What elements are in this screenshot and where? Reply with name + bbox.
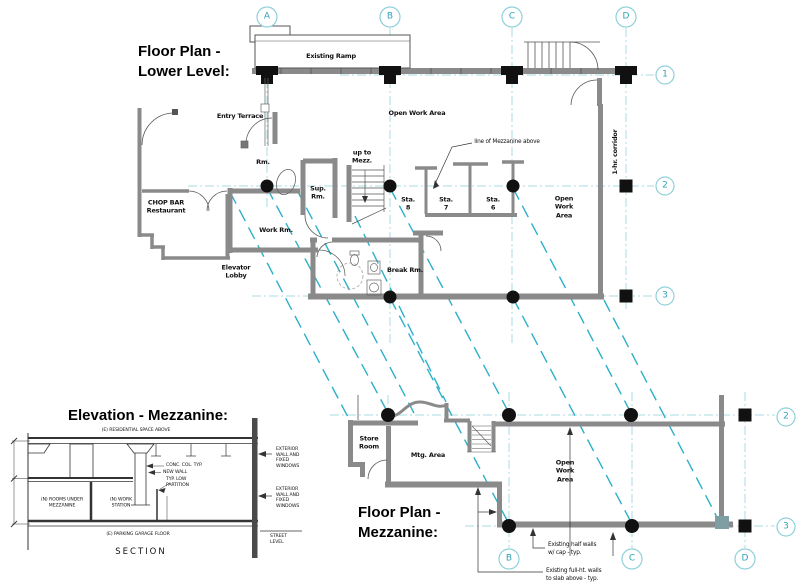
label-exterior-wall-lower: EXTERIOR WALL AND FIXED WINDOWS [276, 487, 300, 510]
label-work-rm: Work Rm. [259, 225, 293, 234]
column-squares-mezz [738, 408, 752, 533]
entry-terrace-walls [240, 78, 273, 149]
label-sta-7: Sta. 7 [439, 195, 453, 212]
grid-bubble-1: 1 [662, 69, 668, 80]
label-chop-bar: CHOP BAR Restaurant [146, 198, 186, 215]
grid-bubble-mezz-c: C [628, 553, 636, 564]
mezz-leaders [477, 429, 614, 573]
label-exterior-wall-upper: EXTERIOR WALL AND FIXED WINDOWS [276, 447, 300, 470]
elevation-title: Elevation - Mezzanine: [68, 407, 229, 424]
label-corridor: 1-hr. corridor [610, 129, 619, 175]
mezz-stair [467, 421, 496, 453]
grid-bubble-mezz-3: 3 [783, 521, 789, 532]
label-street-level: STREET LEVEL [270, 534, 287, 545]
label-open-work-top: Open Work Area [388, 108, 446, 117]
grid-bubble-2: 2 [662, 180, 668, 191]
grid-bubble-a: A [263, 11, 271, 22]
grid-bubble-c: C [508, 11, 516, 22]
label-store-room: Store Room [359, 434, 379, 451]
grid-lines [188, 28, 775, 548]
label-parking-garage: (E) PARKING GARAGE FLOOR [106, 532, 170, 538]
label-break-rm: Break Rm. [387, 265, 423, 274]
stair-to-mezz [346, 165, 387, 225]
grid-bubble-mezz-d: D [741, 553, 749, 564]
label-existing-ramp: Existing Ramp [306, 51, 356, 60]
label-section: SECTION [115, 547, 167, 557]
label-sup-rm: Sup. Rm. [310, 184, 326, 201]
label-residential-above: (E) RESIDENTIAL SPACE ABOVE [101, 428, 171, 434]
label-mtg-area: Mtg. Area [410, 450, 446, 459]
lower-plan-walls [137, 25, 637, 304]
grid-bubble-b: B [386, 11, 394, 22]
label-elevator-lobby: Elevator Lobby [221, 263, 251, 280]
column-markers-top [256, 66, 637, 84]
label-sta-6: Sta. 6 [486, 195, 500, 212]
label-up-to-mezz: up to Mezz. [352, 148, 372, 165]
label-work-station: (N) WORK STATION [109, 497, 133, 508]
mezzanine-plan-walls [348, 395, 752, 573]
label-full-height-walls-note: Existing full-ht. walls to slab above - … [546, 568, 602, 582]
label-conc-col: CONC. COL. TYP. [166, 463, 203, 468]
grid-bubbles [256, 6, 796, 570]
label-rooms-under-mezz: (N) ROOMS UNDER MEZZANINE [40, 497, 84, 508]
label-rm: Rm. [256, 157, 270, 166]
label-low-partition: TYP. LOW PARTITION [166, 477, 189, 488]
grid-bubble-3: 3 [662, 290, 668, 301]
label-mezz-line-note: line of Mezzanine above [474, 139, 540, 146]
restroom-fixtures [318, 249, 382, 296]
projection-lines [229, 187, 721, 525]
mezzanine-title: Floor Plan - Mezzanine: [358, 504, 441, 541]
label-entry-terrace: Entry Terrace [216, 111, 264, 120]
grid-bubble-mezz-2: 2 [783, 411, 789, 422]
column-dots-lower [260, 179, 520, 304]
elevation-section [10, 418, 302, 558]
column-squares-lower [619, 179, 633, 303]
chop-bar-walls [137, 108, 230, 260]
stair-top-right [524, 41, 600, 71]
label-new-wall: NEW WALL [163, 470, 188, 475]
column-dots-mezz [381, 408, 639, 533]
grid-bubble-d: D [622, 11, 630, 22]
lower-level-title: Floor Plan - Lower Level: [138, 43, 230, 80]
label-sta-8: Sta. 8 [401, 195, 415, 212]
grid-bubble-mezz-b: B [505, 553, 513, 564]
label-half-walls-note: Existing half walls w/ cap - typ. [548, 542, 597, 556]
label-open-work-right: Open Work Area [554, 194, 574, 220]
label-open-work-mezz: Open Work Area [555, 458, 575, 484]
